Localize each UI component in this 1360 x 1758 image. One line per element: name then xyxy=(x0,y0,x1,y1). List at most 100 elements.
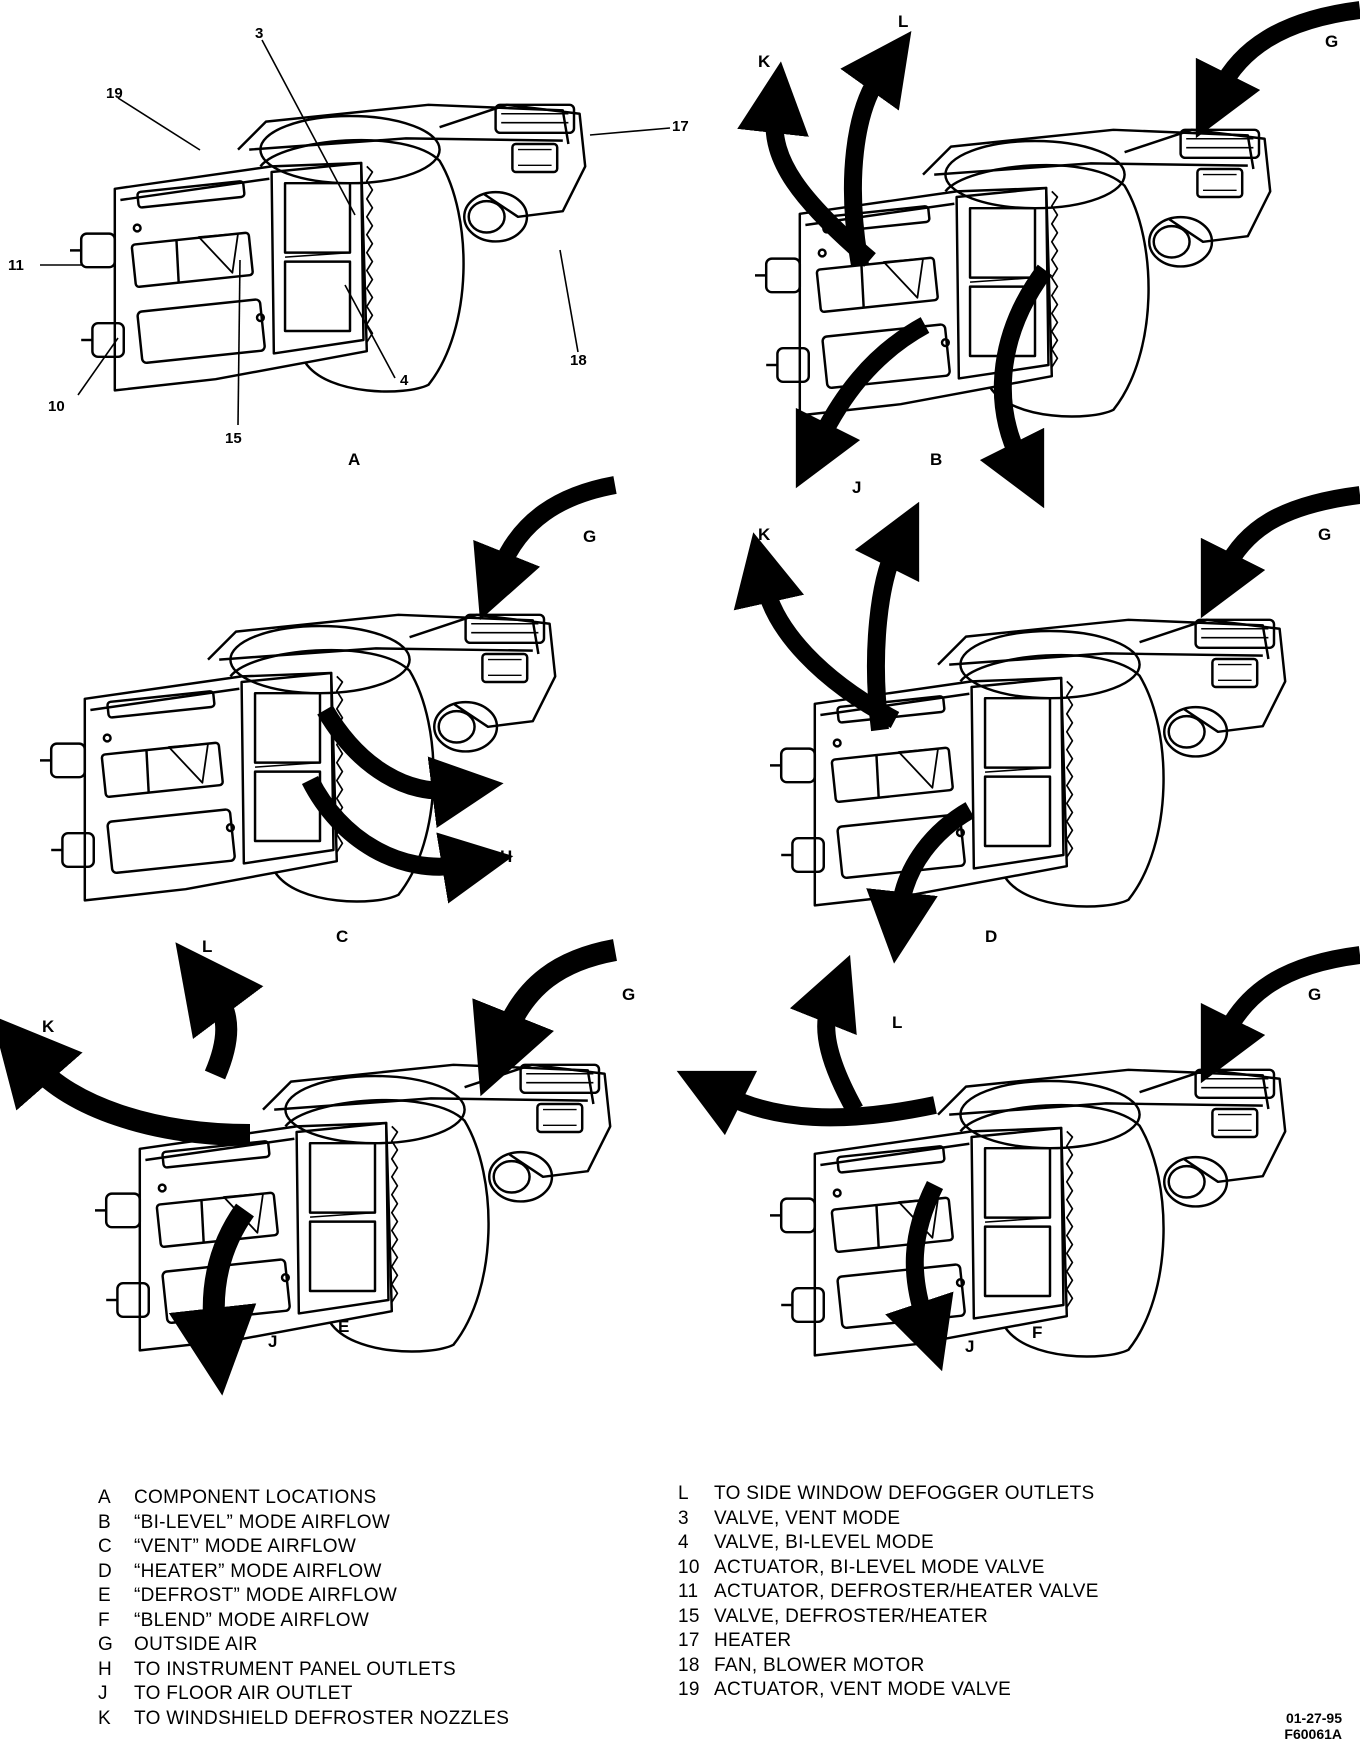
arrow-g xyxy=(1200,946,1360,1084)
label-j: J xyxy=(965,1337,975,1356)
legend-key: E xyxy=(98,1585,111,1606)
legend-item: 3 VALVE, VENT MODE xyxy=(678,1508,1099,1533)
legend-text: “HEATER” MODE AIRFLOW xyxy=(134,1560,382,1582)
legend-item: L TO SIDE WINDOW DEFOGGER OUTLETS xyxy=(678,1483,1099,1508)
legend-key: F xyxy=(98,1609,110,1631)
legend-text: FAN, BLOWER MOTOR xyxy=(714,1654,925,1676)
leader-10 xyxy=(77,337,119,396)
legend-item: C “VENT” MODE AIRFLOW xyxy=(98,1536,509,1561)
legend-key: 11 xyxy=(678,1581,699,1602)
arrow-k xyxy=(0,1015,251,1146)
label-4: 4 xyxy=(400,372,409,389)
legend-text: VALVE, VENT MODE xyxy=(714,1507,901,1529)
legend-text: VALVE, DEFROSTER/HEATER xyxy=(714,1605,989,1627)
arrow-g xyxy=(472,939,618,1097)
hvac-unit-drawing xyxy=(737,1,1360,509)
arrow-g xyxy=(1200,486,1360,619)
panel-e-defrost-airflow: L K G J E xyxy=(0,937,680,1396)
hvac-unit-drawing xyxy=(38,476,617,904)
legend-text: TO INSTRUMENT PANEL OUTLETS xyxy=(134,1658,456,1680)
arrow-j xyxy=(795,317,930,489)
label-h: H xyxy=(500,847,513,866)
legend-key: J xyxy=(98,1683,108,1704)
label-l: L xyxy=(898,12,909,31)
legend-item: 19 ACTUATOR, VENT MODE VALVE xyxy=(678,1679,1099,1704)
label-g: G xyxy=(622,985,636,1004)
legend-item: F “BLEND” MODE AIRFLOW xyxy=(98,1610,509,1635)
legend-key: L xyxy=(678,1483,689,1504)
label-11: 11 xyxy=(8,257,24,274)
legend-item: G OUTSIDE AIR xyxy=(98,1634,509,1659)
label-j: J xyxy=(268,1332,278,1351)
label-l: L xyxy=(202,937,213,956)
label-k: K xyxy=(712,1075,725,1094)
legend-key: A xyxy=(98,1487,111,1508)
arrow-j xyxy=(885,1180,954,1372)
caption-f: F xyxy=(1032,1323,1043,1342)
caption-b: B xyxy=(930,450,943,469)
hvac-unit-drawing xyxy=(733,486,1360,964)
legend-key: 17 xyxy=(678,1630,700,1651)
legend-text: TO SIDE WINDOW DEFOGGER OUTLETS xyxy=(714,1483,1095,1504)
legend-item: B“BI-LEVEL” MODE AIRFLOW xyxy=(98,1512,509,1537)
legend-text: ACTUATOR, BI-LEVEL MODE VALVE xyxy=(714,1556,1045,1578)
legend-text: ACTUATOR, VENT MODE VALVE xyxy=(714,1679,1012,1700)
arrow-l xyxy=(175,942,264,1080)
hvac-unit-drawing xyxy=(40,39,671,426)
legend-key: 10 xyxy=(678,1556,700,1578)
leader-15 xyxy=(237,259,241,426)
legend-key: C xyxy=(98,1536,113,1557)
arrow-g xyxy=(1195,1,1360,139)
legend-text: “BI-LEVEL” MODE AIRFLOW xyxy=(134,1511,391,1533)
label-l: L xyxy=(898,525,909,544)
leader-17 xyxy=(589,127,671,136)
legend-key: G xyxy=(98,1634,114,1655)
legend-item: H TO INSTRUMENT PANEL OUTLETS xyxy=(98,1659,509,1684)
arrow-h-upper xyxy=(317,705,504,828)
legend-key: 19 xyxy=(678,1679,700,1700)
stamp-date: 01-27-95 xyxy=(1285,1710,1342,1726)
legend-text: “BLEND” MODE AIRFLOW xyxy=(134,1609,370,1631)
leader-4 xyxy=(344,284,396,379)
panel-f-blend-airflow: L K G J F xyxy=(676,945,1360,1372)
legend-text: COMPONENT LOCATIONS xyxy=(134,1487,377,1508)
panel-d-heater-airflow: K L G D xyxy=(680,480,1360,964)
label-g: G xyxy=(1325,32,1339,51)
legend-key: H xyxy=(98,1658,113,1680)
legend-text: TO WINDSHIELD DEFROSTER NOZZLES xyxy=(134,1707,510,1729)
legend-item: E“DEFROST” MODE AIRFLOW xyxy=(98,1585,509,1610)
label-g: G xyxy=(1318,525,1332,544)
panel-a-component-locations: 3 19 17 11 10 18 4 15 A xyxy=(0,0,689,470)
leader-18 xyxy=(559,249,579,353)
legend-text: HEATER xyxy=(714,1630,792,1651)
legend-text: TO FLOOR AIR OUTLET xyxy=(134,1683,353,1704)
label-h: H xyxy=(1032,485,1045,504)
legend-item: 10 ACTUATOR, BI-LEVEL MODE VALVE xyxy=(678,1557,1099,1582)
legend-item: D “HEATER” MODE AIRFLOW xyxy=(98,1561,509,1586)
caption-e: E xyxy=(338,1317,350,1336)
panel-b-bi-level-airflow: K L G J H B xyxy=(680,0,1360,509)
legend-item: 17 HEATER xyxy=(678,1630,1099,1655)
label-k: K xyxy=(42,1017,55,1036)
legend-key: D xyxy=(98,1560,113,1582)
hvac-unit-drawing xyxy=(0,939,618,1396)
arrow-l xyxy=(789,954,863,1115)
arrow-k xyxy=(737,61,876,267)
legend-text: ACTUATOR, DEFROSTER/HEATER VALVE xyxy=(714,1581,1099,1602)
label-18: 18 xyxy=(570,352,587,369)
panel-c-vent-airflow: G H C xyxy=(0,476,680,946)
legend-text: OUTSIDE AIR xyxy=(134,1634,258,1655)
arrow-l xyxy=(840,31,912,267)
legend-key: 3 xyxy=(678,1507,689,1529)
caption-d: D xyxy=(985,927,998,946)
label-k: K xyxy=(758,52,771,71)
label-j: J xyxy=(852,478,862,497)
leader-3 xyxy=(261,39,356,216)
legend-key: K xyxy=(98,1707,111,1729)
stamp-figure-id: F60061A xyxy=(1284,1726,1342,1742)
label-17: 17 xyxy=(672,118,689,135)
label-3: 3 xyxy=(255,25,264,42)
legend-text: “VENT” MODE AIRFLOW xyxy=(134,1536,357,1557)
